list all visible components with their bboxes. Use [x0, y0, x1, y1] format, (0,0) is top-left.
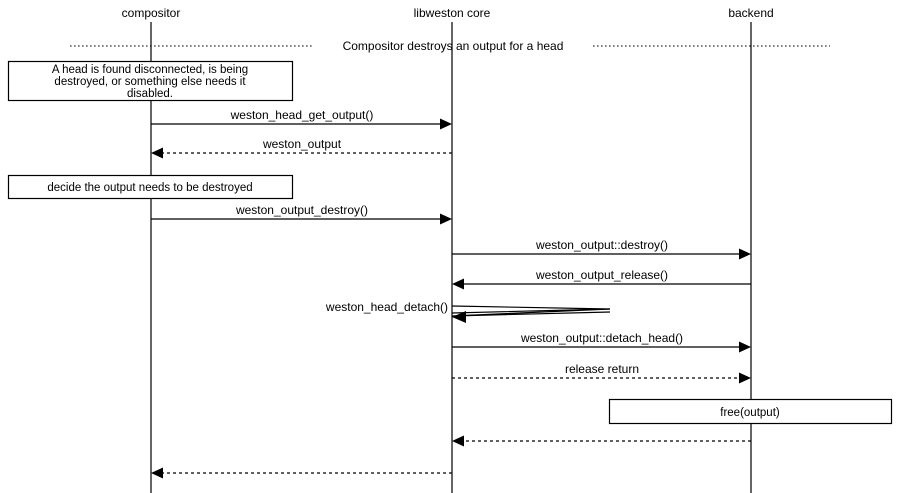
actor-label-libweston-core: libweston core — [414, 6, 491, 20]
message-backend-return — [452, 435, 751, 447]
note-free-output: free(output) — [608, 398, 893, 425]
message-weston-output-return: weston_output — [151, 137, 452, 159]
arrowhead-left-backend-return — [452, 435, 464, 447]
arrowhead-left-core-return — [151, 467, 163, 479]
message-weston-head-detach: weston_head_detach() — [325, 300, 611, 323]
message-label-weston-output-release: weston_output_release() — [535, 268, 668, 282]
note-head-disconnected-line-2: destroyed, or something else needs it — [54, 76, 246, 88]
message-weston-output-detach-head: weston_output::detach_head() — [452, 331, 751, 353]
note-head-disconnected-line-1: A head is found disconnected, is being — [52, 64, 248, 76]
arrowhead-left-weston-output-return — [151, 147, 163, 159]
actor-headers-group: compositor libweston core backend — [122, 6, 774, 20]
message-weston-output-destroy: weston_output_destroy() — [151, 203, 452, 225]
message-label-weston-head-detach: weston_head_detach() — [325, 300, 448, 314]
message-label-weston-output-detach-head: weston_output::detach_head() — [520, 331, 683, 345]
message-core-return — [151, 467, 452, 479]
note-decide-destroy-line-1: decide the output needs to be destroyed — [47, 182, 252, 194]
message-label-weston-output-return: weston_output — [262, 137, 342, 151]
note-head-disconnected-line-3: disabled. — [127, 88, 173, 100]
actor-label-backend: backend — [728, 6, 773, 20]
message-label-release-return: release return — [565, 362, 639, 376]
message-weston-output-release: weston_output_release() — [452, 268, 751, 290]
arrowhead-left-weston-head-detach — [452, 311, 466, 323]
divider-title: Compositor destroys an output for a head — [343, 39, 564, 53]
note-decide-destroy: decide the output needs to be destroyed — [7, 174, 294, 200]
arrowhead-right-weston-output-destroy-op — [739, 248, 751, 260]
note-head-disconnected-box — [7, 60, 294, 102]
arrowhead-right-release-return — [739, 372, 751, 384]
arrowhead-left-weston-output-release — [452, 278, 464, 290]
message-line-weston-head-detach-return — [451, 308, 611, 317]
divider-group: Compositor destroys an output for a head — [70, 39, 830, 53]
message-weston-head-get-output: weston_head_get_output() — [151, 108, 452, 130]
arrowhead-right-weston-head-get-output — [440, 118, 452, 130]
note-free-output-line-1: free(output) — [720, 407, 780, 419]
actor-label-compositor: compositor — [122, 6, 181, 20]
message-label-weston-head-get-output: weston_head_get_output() — [230, 108, 374, 122]
message-label-weston-output-destroy-op: weston_output::destroy() — [535, 238, 668, 252]
message-label-weston-output-destroy: weston_output_destroy() — [235, 203, 368, 217]
arrowhead-right-weston-output-destroy — [440, 213, 452, 225]
note-decide-destroy-box — [7, 174, 294, 200]
message-release-return: release return — [452, 362, 751, 384]
arrowhead-right-weston-output-detach-head — [739, 341, 751, 353]
note-free-output-box — [608, 398, 893, 425]
note-head-disconnected: A head is found disconnected, is being d… — [7, 60, 294, 102]
message-weston-output-destroy-op: weston_output::destroy() — [452, 238, 751, 260]
